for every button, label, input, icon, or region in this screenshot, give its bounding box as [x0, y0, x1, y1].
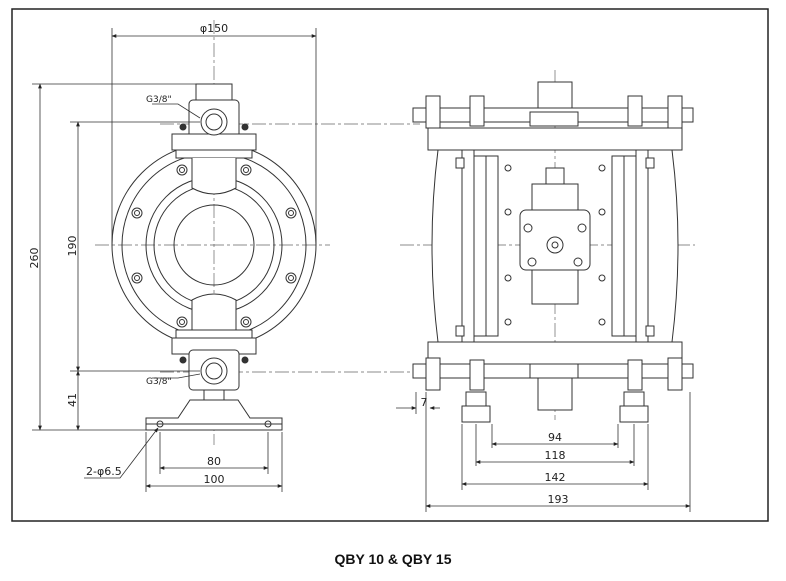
dim-base-height-label: 41	[66, 393, 79, 407]
front-view-dimensions	[32, 28, 317, 492]
side-bottom-manifold	[412, 341, 694, 411]
side-view	[400, 70, 695, 423]
dim-118-label: 118	[545, 449, 566, 462]
top-manifold	[171, 83, 257, 195]
front-view-labels: φ150 260 190 41 80 100 2-φ6.5 G3/8" G3/8…	[28, 22, 228, 486]
dim-port-spacing-label: 190	[66, 236, 79, 257]
bottom-manifold	[171, 293, 257, 405]
side-view-dimensions	[396, 392, 691, 512]
side-feet	[461, 391, 649, 423]
side-top-manifold	[412, 81, 694, 151]
base-foot	[145, 399, 283, 431]
side-left-chamber	[431, 149, 512, 343]
side-right-chamber	[598, 149, 679, 343]
side-view-labels: 7 94 118 142 193	[421, 396, 569, 506]
dim-height-label: 260	[28, 248, 41, 269]
dim-offset-label: 7	[421, 396, 428, 409]
port-top-label: G3/8"	[146, 95, 172, 105]
drawing-frame	[11, 8, 769, 522]
port-bottom-label: G3/8"	[146, 377, 172, 387]
dim-hole-label: 2-φ6.5	[86, 465, 122, 478]
dim-142-label: 142	[545, 471, 566, 484]
dim-width-label: φ150	[200, 22, 228, 35]
dim-193-label: 193	[548, 493, 569, 506]
dim-94-label: 94	[548, 431, 562, 444]
flange-bolts	[131, 164, 297, 328]
side-air-valve	[519, 167, 591, 305]
drawing-caption: QBY 10 & QBY 15	[334, 551, 452, 567]
front-view	[95, 20, 420, 445]
dim-foot-inner-label: 80	[207, 455, 221, 468]
dim-foot-outer-label: 100	[204, 473, 225, 486]
